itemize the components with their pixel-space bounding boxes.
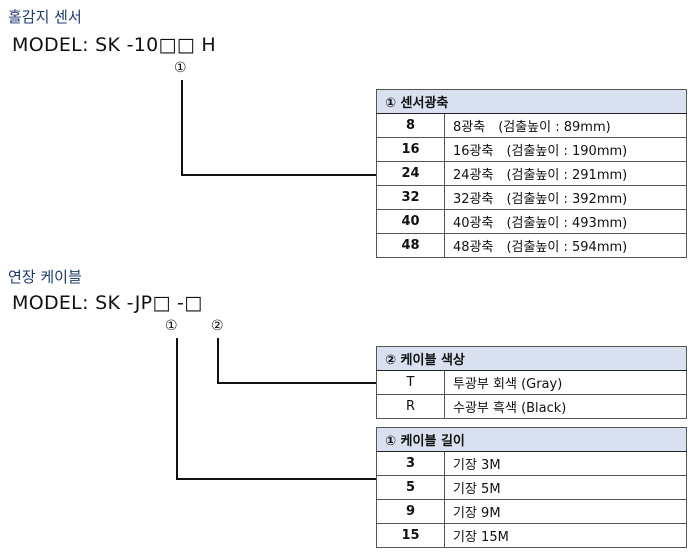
row-desc: 투광부 회색 (Gray) (444, 370, 687, 395)
row-code: T (376, 370, 445, 395)
row-code: 48 (376, 233, 445, 258)
cable-marker-1: ① (165, 318, 178, 334)
row-desc: 48광축 (검출높이 : 594mm) (444, 233, 687, 258)
row-desc: 40광축 (검출높이 : 493mm) (444, 209, 687, 234)
row-code: 5 (376, 475, 445, 500)
row-code: 24 (376, 161, 445, 186)
color-leader-horizontal (217, 382, 377, 384)
sensor-axis-table-header: ① 센서광축 (376, 89, 687, 114)
table-row: 32 32광축 (검출높이 : 392mm) (376, 185, 687, 210)
row-code: 15 (376, 523, 445, 548)
row-code: 16 (376, 137, 445, 162)
table-row: 8 8광축 (검출높이 : 89mm) (376, 113, 687, 138)
table-row: 40 40광축 (검출높이 : 493mm) (376, 209, 687, 234)
row-desc: 기장 15M (444, 523, 687, 548)
row-code: 3 (376, 451, 445, 476)
row-desc: 수광부 흑색 (Black) (444, 394, 687, 419)
row-desc: 16광축 (검출높이 : 190mm) (444, 137, 687, 162)
row-desc: 기장 9M (444, 499, 687, 524)
cable-section-title: 연장 케이블 (8, 268, 82, 286)
cable-color-table-header: ② 케이블 색상 (376, 346, 687, 371)
sensor-section-title: 홀감지 센서 (8, 8, 82, 26)
cable-color-table: ② 케이블 색상 T 투광부 회색 (Gray) R 수광부 흑색 (Black… (376, 346, 687, 419)
row-code: 8 (376, 113, 445, 138)
table-row: 9 기장 9M (376, 499, 687, 524)
table-row: 15 기장 15M (376, 523, 687, 548)
table-row: R 수광부 흑색 (Black) (376, 394, 687, 419)
sensor-axis-table: ① 센서광축 8 8광축 (검출높이 : 89mm) 16 16광축 (검출높이… (376, 89, 687, 258)
row-code: 32 (376, 185, 445, 210)
sensor-leader-horizontal (181, 174, 377, 176)
sensor-marker-1: ① (174, 60, 187, 76)
table-row: 48 48광축 (검출높이 : 594mm) (376, 233, 687, 258)
row-desc: 기장 3M (444, 451, 687, 476)
table-row: T 투광부 회색 (Gray) (376, 370, 687, 395)
cable-model-code: MODEL: SK -JP□ -□ (12, 292, 203, 314)
cable-length-table: ① 케이블 길이 3 기장 3M 5 기장 5M 9 기장 9M 15 기장 1… (376, 427, 687, 548)
table-row: 5 기장 5M (376, 475, 687, 500)
row-code: 9 (376, 499, 445, 524)
row-desc: 8광축 (검출높이 : 89mm) (444, 113, 687, 138)
cable-marker-2: ② (211, 318, 224, 334)
row-desc: 32광축 (검출높이 : 392mm) (444, 185, 687, 210)
sensor-model-code: MODEL: SK -10□□ H (12, 34, 216, 56)
row-desc: 기장 5M (444, 475, 687, 500)
table-row: 16 16광축 (검출높이 : 190mm) (376, 137, 687, 162)
table-row: 3 기장 3M (376, 451, 687, 476)
row-code: 40 (376, 209, 445, 234)
sensor-leader-vertical (181, 80, 183, 175)
row-desc: 24광축 (검출높이 : 291mm) (444, 161, 687, 186)
row-code: R (376, 394, 445, 419)
length-leader-vertical (176, 338, 178, 479)
table-row: 24 24광축 (검출높이 : 291mm) (376, 161, 687, 186)
color-leader-vertical (217, 338, 219, 383)
length-leader-horizontal (176, 478, 377, 480)
cable-length-table-header: ① 케이블 길이 (376, 427, 687, 452)
